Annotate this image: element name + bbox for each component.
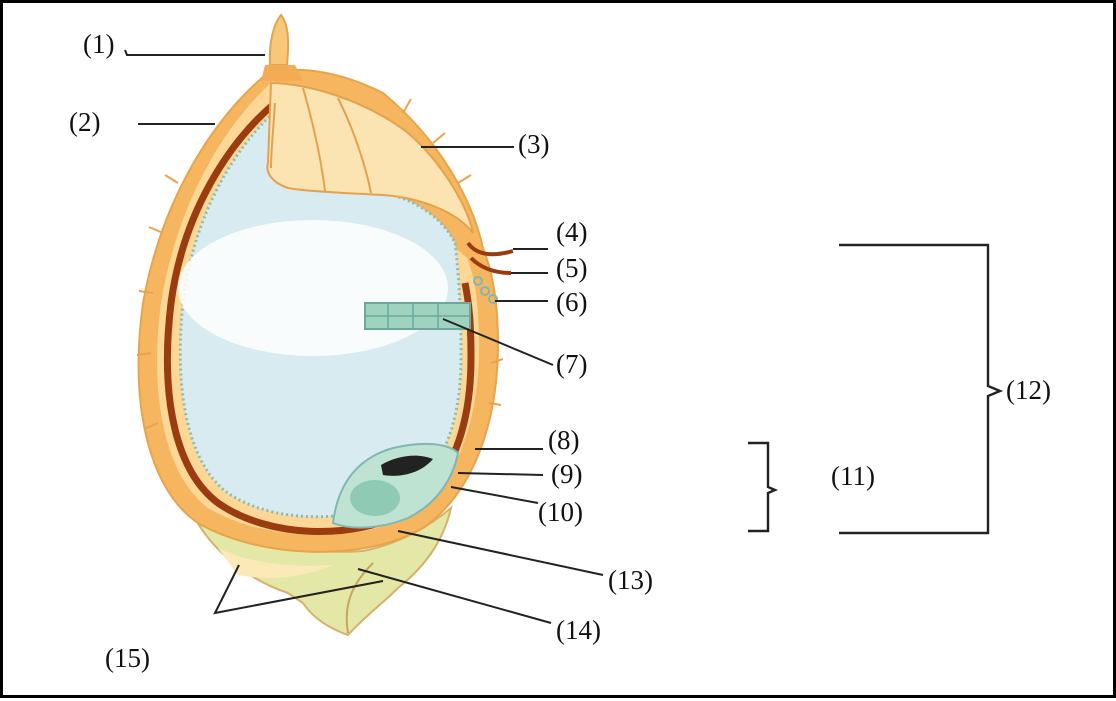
- svg-text:(1): (1): [83, 29, 114, 59]
- label-4: (4): [556, 217, 587, 247]
- bracket-11: [748, 443, 775, 531]
- rice-grain-diagram: (1) (2) (3) (4) (5) (6) (7) (8) (9) (10)…: [3, 3, 1116, 701]
- svg-text:(10): (10): [538, 497, 583, 527]
- label-5: (5): [556, 253, 587, 283]
- label-10: (10): [538, 497, 583, 527]
- label-13: (13): [608, 565, 653, 595]
- label-2: (2): [69, 107, 100, 137]
- label-14: (14): [556, 615, 601, 645]
- svg-text:(2): (2): [69, 107, 100, 137]
- endosperm-highlight: [178, 220, 448, 356]
- svg-text:(15): (15): [105, 643, 150, 673]
- label-12: (12): [1006, 375, 1051, 405]
- svg-text:(13): (13): [608, 565, 653, 595]
- label-8: (8): [548, 425, 579, 455]
- label-3: (3): [518, 129, 549, 159]
- svg-text:(11): (11): [831, 461, 875, 491]
- svg-text:(3): (3): [518, 129, 549, 159]
- label-6: (6): [556, 287, 587, 317]
- label-9: (9): [551, 459, 582, 489]
- svg-text:(12): (12): [1006, 375, 1051, 405]
- svg-text:(4): (4): [556, 217, 587, 247]
- svg-text:(8): (8): [548, 425, 579, 455]
- svg-text:(7): (7): [556, 349, 587, 379]
- label-15: (15): [105, 643, 150, 673]
- svg-text:(9): (9): [551, 459, 582, 489]
- svg-text:(6): (6): [556, 287, 587, 317]
- svg-text:(14): (14): [556, 615, 601, 645]
- label-1: (1): [83, 29, 114, 59]
- awn-shape: [261, 15, 303, 81]
- svg-text:(5): (5): [556, 253, 587, 283]
- label-7: (7): [556, 349, 587, 379]
- label-11: (11): [831, 461, 875, 491]
